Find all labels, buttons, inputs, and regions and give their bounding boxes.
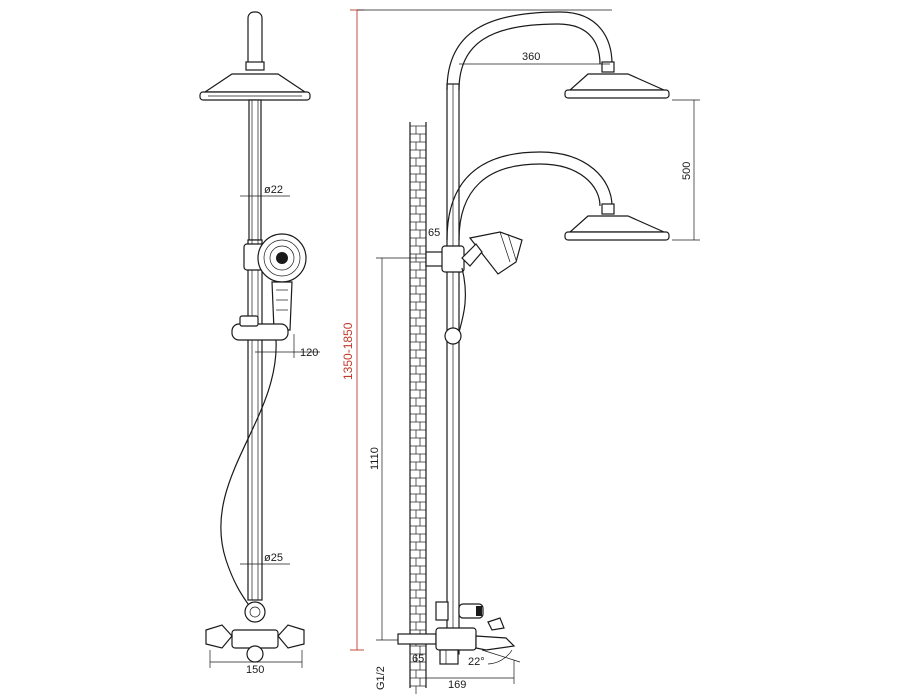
- dim-inlet-thread: G1/2: [375, 666, 387, 690]
- front-top-arm: [247, 11, 263, 68]
- dim-bracket-offset: 65: [428, 227, 440, 239]
- side-holder: [444, 327, 462, 345]
- side-view: 360 500 65 111: [369, 11, 700, 694]
- dim-hand-offset: 120: [300, 347, 318, 359]
- front-upper-pipe: [248, 99, 262, 241]
- side-diverter: [435, 601, 484, 621]
- side-inlet-pipe: [397, 633, 437, 645]
- side-arm-high: [446, 11, 613, 91]
- side-head-high: [564, 61, 670, 99]
- dim-spout-offset: 65: [412, 653, 424, 665]
- dim-upper-diameter: ø22: [264, 184, 283, 196]
- side-mixer: [397, 617, 516, 665]
- front-mixer: [205, 624, 305, 663]
- dim-head-projection: 360: [522, 51, 540, 63]
- front-view: ø22 120 ø25 150: [199, 11, 320, 676]
- wall-bricks: [410, 125, 426, 694]
- front-diverter: [244, 601, 266, 623]
- front-hose: [220, 339, 277, 611]
- front-holder-clamp: [231, 323, 289, 341]
- front-hand-shower: [257, 233, 307, 331]
- dim-spout-projection: 169: [448, 679, 466, 691]
- total-height-dimension: 1350-1850: [341, 9, 612, 651]
- front-shower-head: [199, 61, 311, 101]
- dim-head-adjust: 500: [681, 162, 693, 180]
- dim-inlet-height: 1110: [369, 447, 381, 470]
- side-spout: [475, 635, 516, 651]
- dim-mixer-width: 150: [246, 664, 264, 676]
- side-head-low: [564, 203, 670, 241]
- dim-spout-angle: 22°: [468, 656, 485, 668]
- dim-total-height: 1350-1850: [341, 322, 355, 380]
- side-slider: [441, 245, 465, 273]
- front-lower-pipe: [247, 239, 263, 601]
- side-hand-shower: [461, 231, 523, 275]
- dim-lower-diameter: ø25: [264, 552, 283, 564]
- side-arm-low: [446, 151, 613, 241]
